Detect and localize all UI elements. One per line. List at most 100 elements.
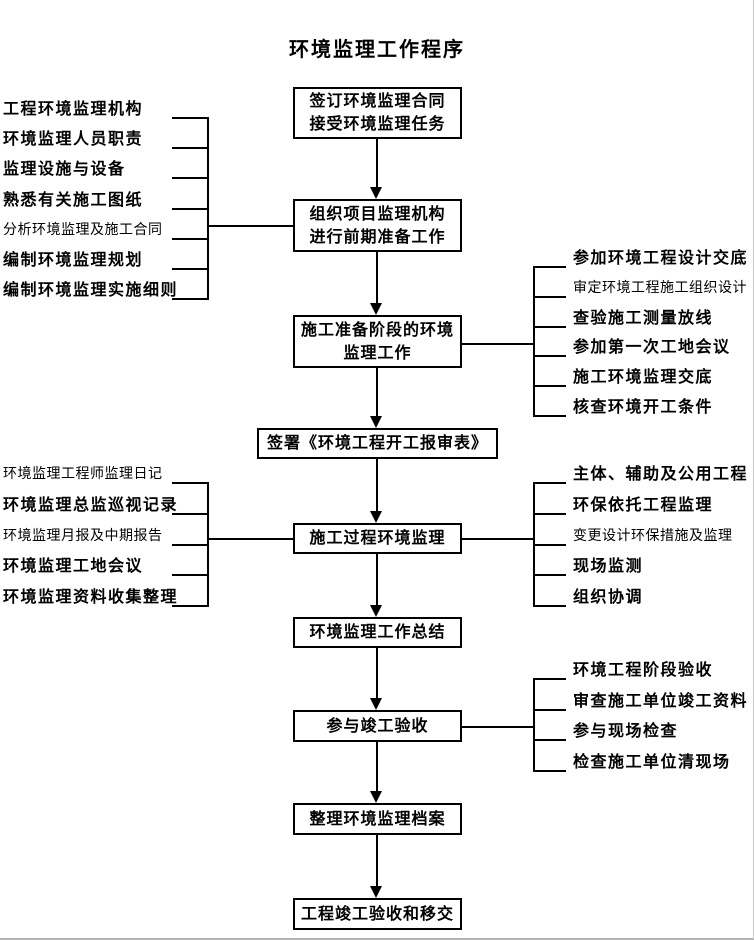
left-top-bracket-line — [207, 117, 209, 300]
arrow-down-icon — [370, 303, 382, 315]
right-bottom-item-label: 检查施工单位清现场 — [573, 754, 731, 771]
flow-connector-line — [376, 835, 378, 886]
bracket-stub-line — [533, 482, 566, 484]
box-7: 参与竣工验收 — [293, 710, 462, 742]
right-bottom-item-label: 审查施工单位竣工资料 — [573, 693, 749, 710]
right-top-item-label: 参加第一次工地会议 — [573, 339, 731, 356]
bracket-stub-line — [533, 513, 566, 515]
right-top-item-label: 审定环境工程施工组织设计 — [573, 281, 747, 296]
right-top-connector-line — [462, 343, 533, 345]
bracket-stub-line — [172, 605, 207, 607]
arrow-down-icon — [370, 416, 382, 428]
box-5-label: 施工过程环境监理 — [309, 530, 446, 547]
left-mid-item-label: 环境监理资料收集整理 — [3, 589, 179, 606]
arrow-down-icon — [370, 605, 382, 617]
bracket-stub-line — [172, 268, 207, 270]
box-3-label: 监理工作 — [343, 344, 412, 362]
right-bottom-connector-line — [462, 726, 533, 728]
box-7-label: 参与竣工验收 — [326, 717, 429, 735]
box-6: 环境监理工作总结 — [293, 617, 462, 648]
box-9: 工程竣工验收和移交 — [293, 898, 462, 930]
flow-connector-line — [376, 554, 378, 605]
left-mid-item-label: 环境监理总监巡视记录 — [3, 497, 179, 514]
bracket-stub-line — [172, 298, 207, 300]
left-mid-connector-line — [207, 538, 293, 540]
flow-connector-line — [376, 139, 378, 187]
right-mid-item-label: 环保依托工程监理 — [573, 497, 714, 514]
box-5: 施工过程环境监理 — [293, 523, 462, 554]
arrow-down-icon — [370, 187, 382, 199]
left-top-item-label: 熟悉有关施工图纸 — [3, 192, 144, 209]
bracket-stub-line — [172, 513, 207, 515]
right-mid-item-label: 组织协调 — [573, 589, 644, 606]
bracket-stub-line — [533, 266, 566, 268]
right-top-item-label: 查验施工测量放线 — [573, 310, 714, 327]
left-top-connector-line — [207, 225, 293, 227]
box-3: 施工准备阶段的环境监理工作 — [293, 315, 462, 368]
box-8-label: 整理环境监理档案 — [309, 810, 446, 828]
box-3-label: 施工准备阶段的环境 — [300, 321, 454, 339]
right-bottom-item-label: 参与现场检查 — [573, 723, 679, 740]
left-top-item-label: 环境监理人员职责 — [3, 131, 144, 148]
flow-connector-line — [376, 252, 378, 303]
left-top-item-label: 编制环境监理规划 — [3, 252, 144, 269]
bracket-stub-line — [533, 326, 566, 328]
right-top-item-label: 核查环境开工条件 — [573, 399, 714, 416]
right-mid-item-label: 现场监测 — [573, 558, 644, 575]
bracket-stub-line — [533, 678, 566, 680]
bracket-stub-line — [533, 739, 566, 741]
left-top-item-label: 编制环境监理实施细则 — [3, 282, 179, 299]
right-bottom-item-label: 环境工程阶段验收 — [573, 662, 714, 679]
right-top-item-label: 参加环境工程设计交底 — [573, 250, 749, 267]
right-bottom-bracket-line — [533, 678, 535, 772]
bracket-stub-line — [533, 770, 566, 772]
box-2-label: 进行前期准备工作 — [309, 228, 446, 246]
diagram-title: 环境监理工作程序 — [289, 39, 465, 61]
bracket-stub-line — [172, 177, 207, 179]
bracket-stub-line — [172, 117, 207, 119]
flow-connector-line — [376, 742, 378, 791]
right-mid-connector-line — [462, 538, 533, 540]
box-1-label: 签订环境监理合同 — [309, 93, 446, 110]
left-mid-bracket-line — [207, 482, 209, 607]
box-1: 签订环境监理合同接受环境监理任务 — [293, 87, 462, 139]
left-mid-item-label: 环境监理工地会议 — [3, 558, 144, 575]
left-top-item-label: 工程环境监理机构 — [3, 101, 144, 118]
right-mid-item-label: 变更设计环保措施及监理 — [573, 529, 733, 544]
left-top-item-label: 监理设施与设备 — [3, 161, 126, 178]
right-mid-item-label: 主体、辅助及公用工程 — [573, 466, 749, 483]
arrow-down-icon — [370, 791, 382, 803]
arrow-down-icon — [370, 698, 382, 710]
flow-connector-line — [376, 368, 378, 416]
left-mid-item-label: 环境监理工程师监理日记 — [3, 467, 163, 482]
bracket-stub-line — [533, 296, 566, 298]
box-1-label: 接受环境监理任务 — [309, 116, 446, 133]
bracket-stub-line — [172, 208, 207, 210]
bracket-stub-line — [172, 544, 207, 546]
bracket-stub-line — [172, 238, 207, 240]
box-6-label: 环境监理工作总结 — [309, 624, 446, 641]
bracket-stub-line — [533, 415, 566, 417]
box-2: 组织项目监理机构进行前期准备工作 — [293, 199, 462, 252]
right-top-item-label: 施工环境监理交底 — [573, 369, 714, 386]
arrow-down-icon — [370, 511, 382, 523]
box-2-label: 组织项目监理机构 — [309, 205, 446, 223]
left-mid-item-label: 环境监理月报及中期报告 — [3, 529, 163, 544]
bracket-stub-line — [533, 574, 566, 576]
box-9-label: 工程竣工验收和移交 — [300, 905, 454, 923]
bracket-stub-line — [172, 147, 207, 149]
box-4-label: 签署《环境工程开工报审表》 — [266, 435, 488, 452]
bracket-stub-line — [533, 544, 566, 546]
bracket-stub-line — [533, 709, 566, 711]
bracket-stub-line — [172, 482, 207, 484]
flow-connector-line — [376, 459, 378, 511]
right-top-bracket-line — [533, 266, 535, 417]
box-4: 签署《环境工程开工报审表》 — [257, 428, 498, 459]
bracket-stub-line — [172, 574, 207, 576]
box-8: 整理环境监理档案 — [293, 803, 462, 835]
bracket-stub-line — [533, 605, 566, 607]
arrow-down-icon — [370, 886, 382, 898]
bracket-stub-line — [533, 385, 566, 387]
flow-connector-line — [376, 648, 378, 698]
